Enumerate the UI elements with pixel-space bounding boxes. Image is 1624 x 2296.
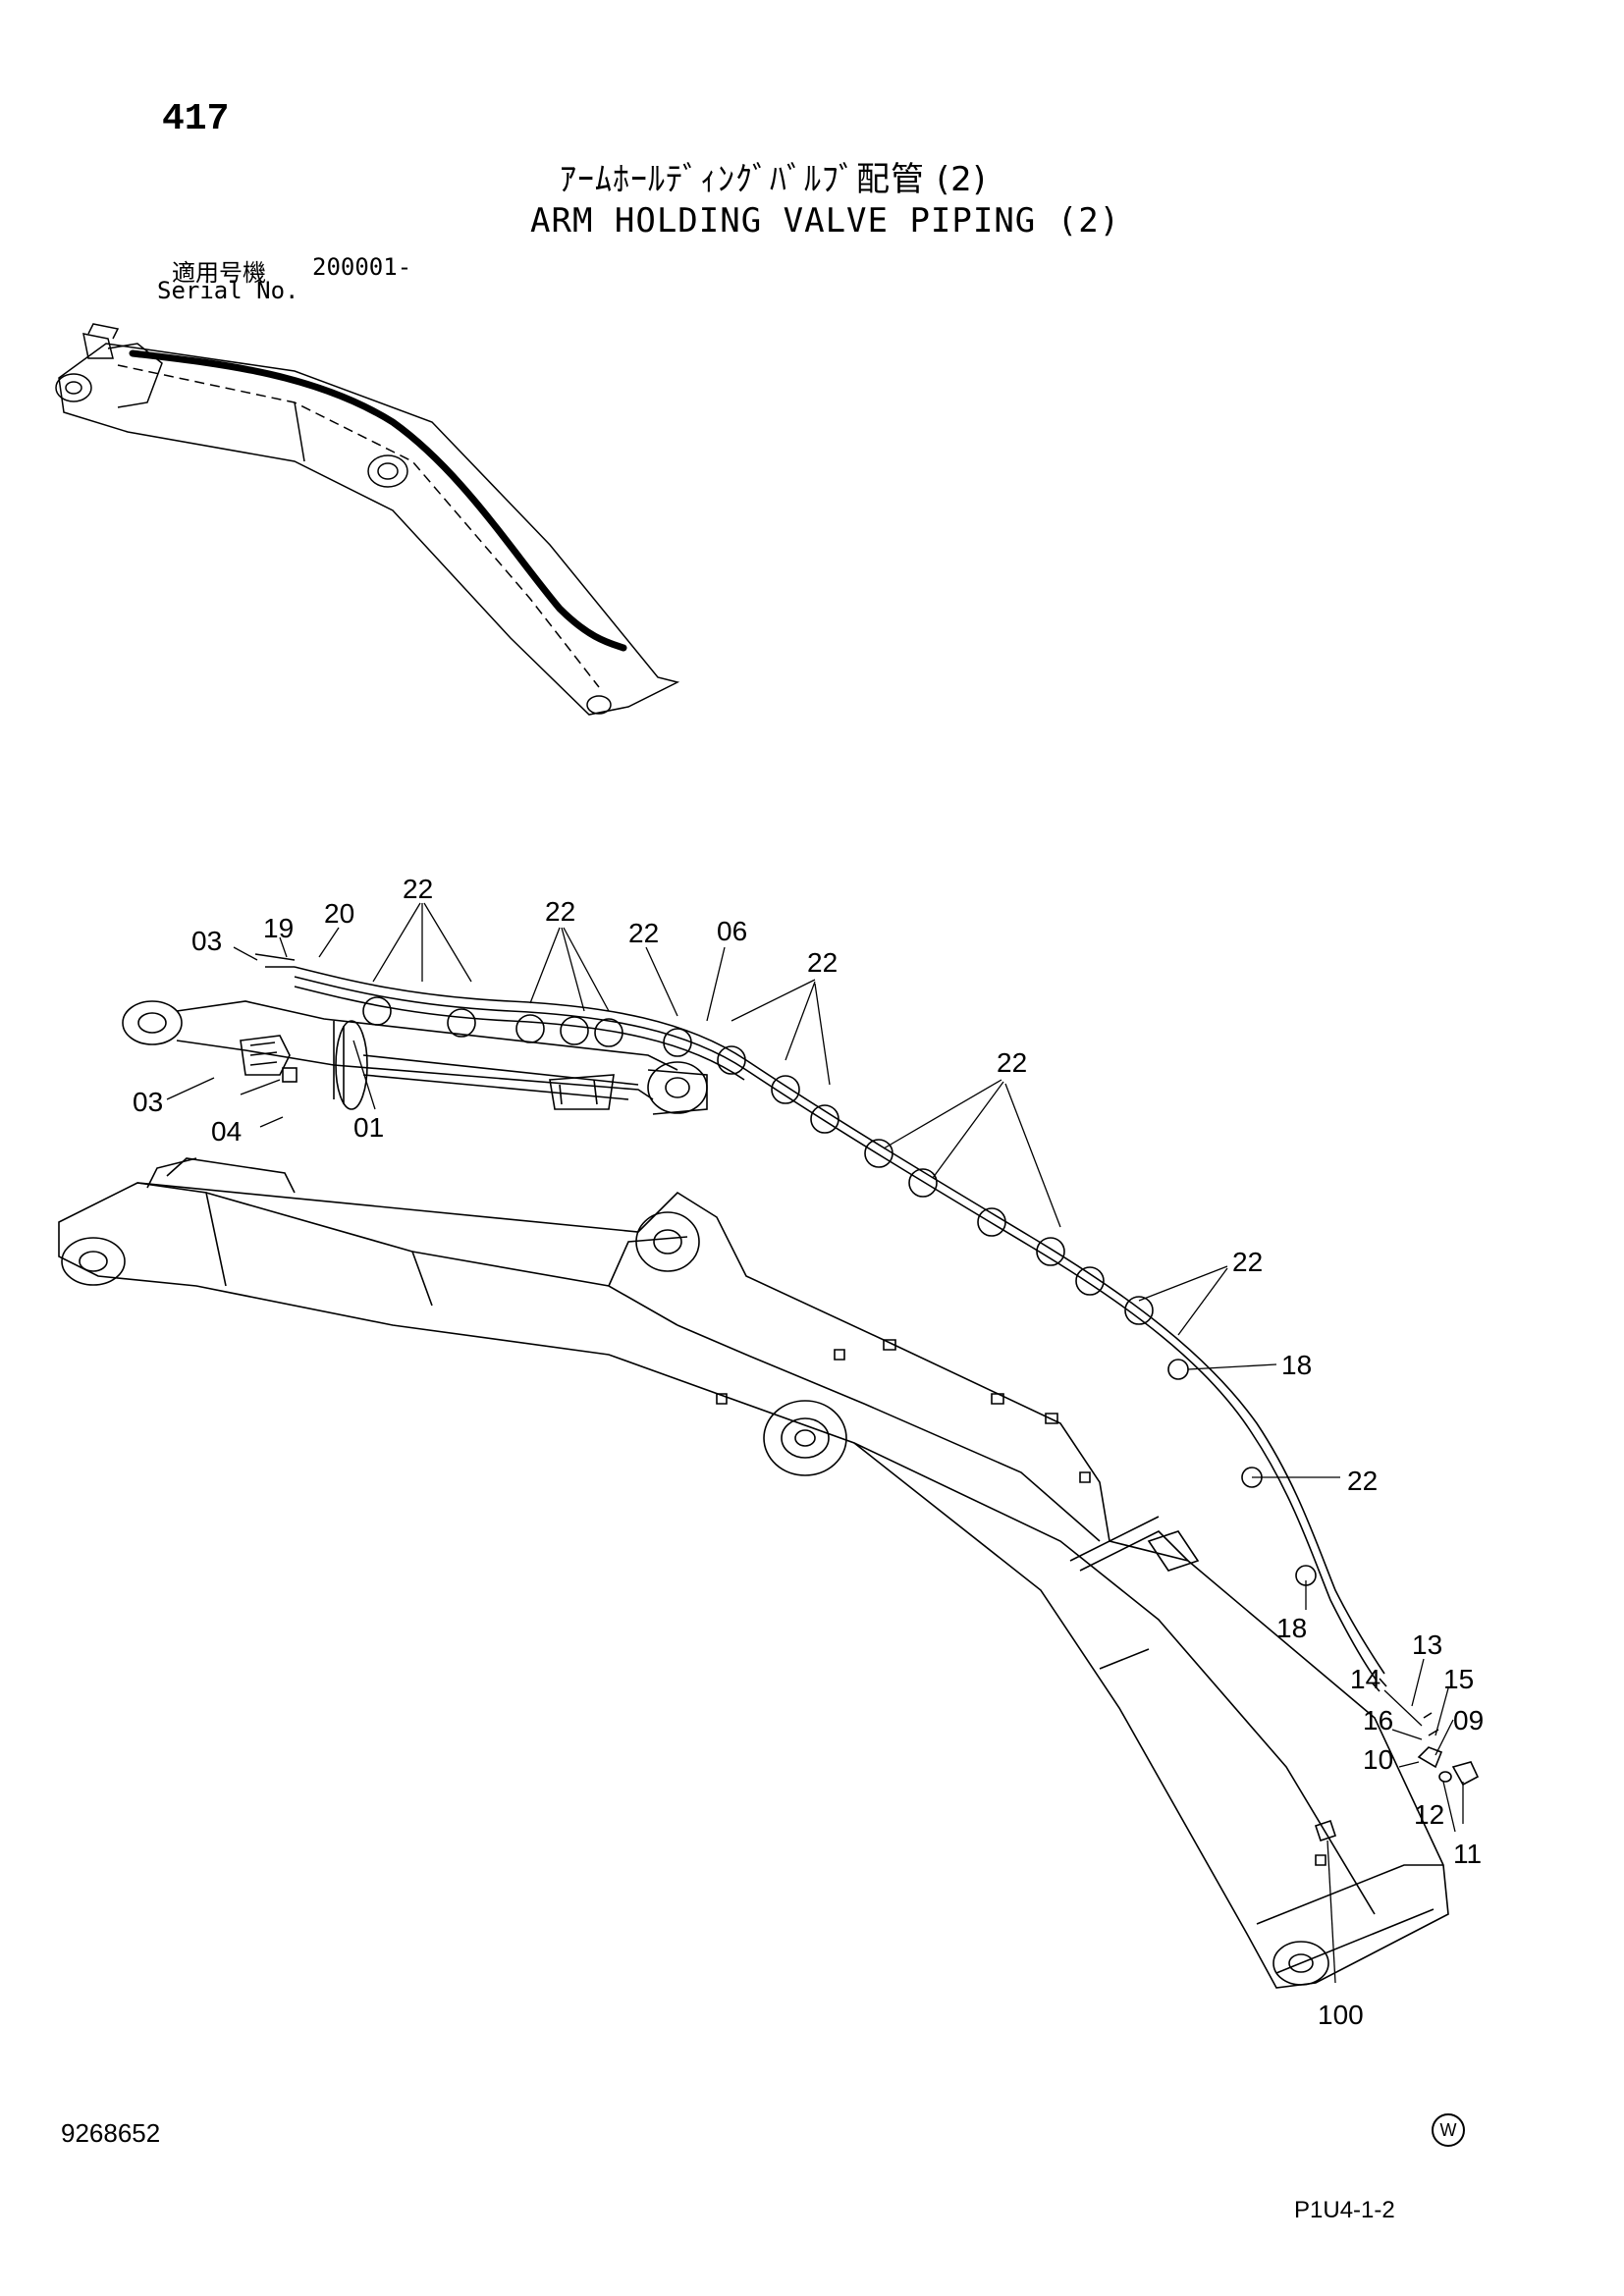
callout-09: 09 [1453,1705,1484,1735]
callout-15: 15 [1443,1664,1474,1694]
page-code: P1U4-1-2 [1294,2197,1395,2223]
callout-18-lower: 18 [1276,1613,1307,1643]
callout-03-lower: 03 [133,1087,163,1117]
callout-04: 04 [211,1116,242,1147]
callout-22-f: 22 [1232,1247,1263,1277]
callout-19: 19 [263,913,294,943]
title-japanese: ｱｰﾑﾎｰﾙﾃﾞｨﾝｸﾞﾊﾞﾙﾌﾞ配管 (2) [560,160,987,199]
serial-label-japanese: 適用号機 [172,259,266,287]
callout-22-c: 22 [628,918,659,948]
callout-22-e: 22 [997,1047,1027,1078]
callout-100: 100 [1318,2000,1364,2030]
callout-14: 14 [1350,1664,1380,1694]
serial-label-english: Serial No. [157,277,299,304]
callout-22-a: 22 [403,874,433,904]
w-mark: W [1432,2113,1465,2147]
overview-pipe-route [129,349,627,652]
callouts: 03 19 20 22 22 22 06 22 22 22 18 22 18 0… [133,874,1484,2030]
callout-01: 01 [353,1112,384,1143]
callout-03-upper: 03 [191,926,222,956]
callout-22-b: 22 [545,896,575,927]
fittings-end [1314,1712,1480,1842]
callout-16: 16 [1363,1705,1393,1735]
arm-cylinder [122,1000,708,1115]
hose-route [254,953,1387,1692]
serial-value: 200001- [312,253,412,281]
callout-20: 20 [324,898,354,929]
leader-lines [166,902,1464,1984]
callout-22-d: 22 [807,947,838,978]
callout-06: 06 [717,916,747,946]
callout-10: 10 [1363,1744,1393,1775]
page-number: 417 [162,98,230,140]
callout-18-upper: 18 [1281,1350,1312,1380]
callout-11: 11 [1453,1839,1482,1869]
callout-22-g: 22 [1347,1466,1378,1496]
arm-body [58,1157,1449,1989]
title-english: ARM HOLDING VALVE PIPING (2) [530,201,1121,240]
holding-valve [240,1035,298,1083]
document-number: 9268652 [61,2118,161,2148]
callout-13: 13 [1412,1629,1442,1660]
overview-arm-drawing [55,323,680,716]
callout-12: 12 [1414,1799,1444,1830]
